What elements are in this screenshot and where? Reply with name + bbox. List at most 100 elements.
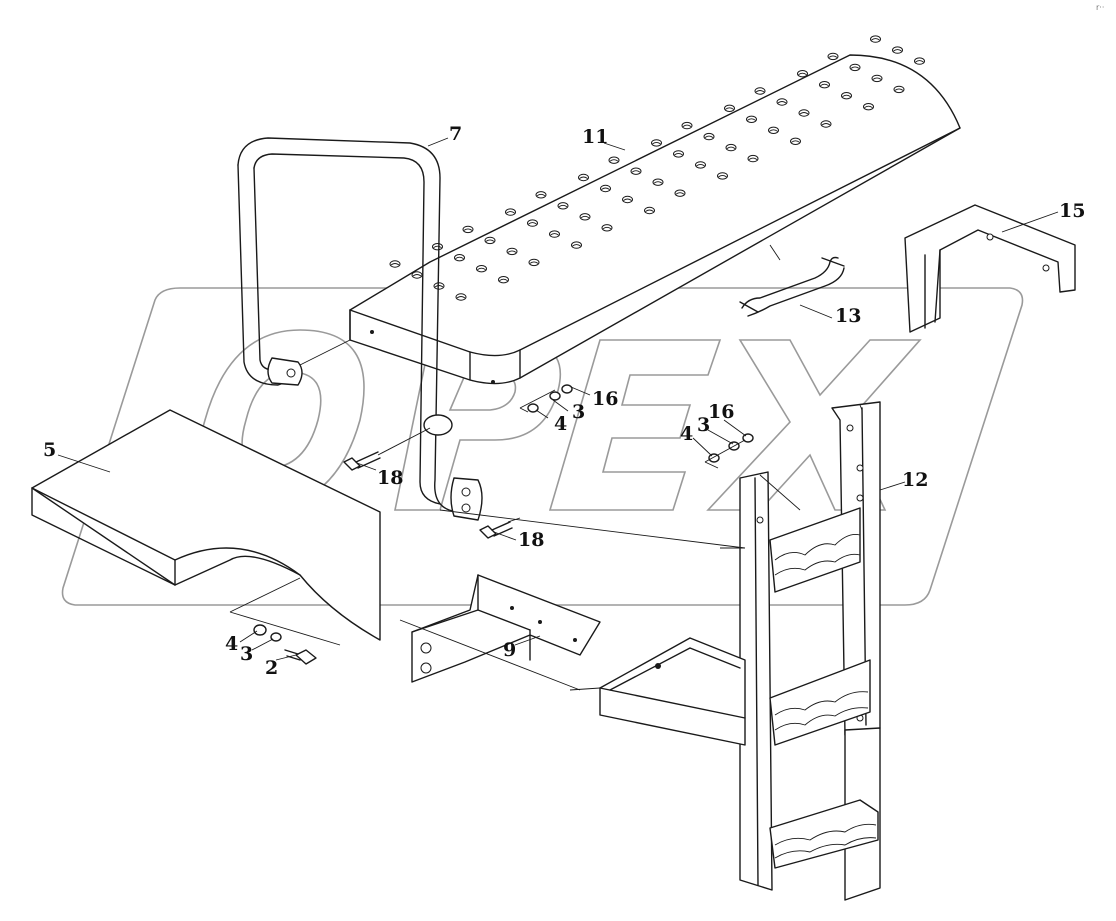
perforation-shade [871, 38, 880, 41]
perforation-shade [915, 60, 924, 63]
perforation-hole [608, 156, 620, 164]
perforation-shade [579, 176, 588, 179]
perforation-hole [527, 219, 538, 227]
perforation-hole [528, 258, 540, 267]
perforation-shade [777, 101, 787, 104]
perforation-hole [725, 143, 737, 152]
perforation-hole [870, 35, 881, 43]
callout-12: 12 [902, 469, 928, 491]
perforation-shade [893, 49, 902, 52]
perforation-hole [462, 225, 474, 234]
perforation-hole [768, 126, 779, 135]
perforation-hole [535, 191, 547, 199]
perforation-hole [914, 57, 925, 65]
perforation-hole [549, 230, 560, 238]
perforation-hole [674, 189, 686, 197]
perforation-hole [600, 184, 611, 193]
perforation-shade [682, 124, 692, 127]
callout-11: 11 [582, 126, 608, 148]
perforation-hole [871, 74, 883, 83]
perforation-hole [893, 85, 905, 94]
perforation-shade [799, 112, 809, 115]
perforation-hole [827, 52, 839, 61]
bracket-part-15 [904, 204, 1076, 333]
perforation-hole [849, 63, 861, 72]
callout-18a: 18 [377, 467, 403, 489]
perforation-shade [850, 66, 860, 69]
callout-2: 2 [265, 657, 278, 679]
watermark-opex [61, 287, 1024, 606]
leader-lines [57, 137, 1059, 691]
perforation-shade [536, 193, 546, 197]
perforation-hole [754, 87, 766, 95]
perforation-hole [411, 271, 423, 279]
perforation-hole [841, 92, 852, 100]
perforation-hole [790, 137, 801, 146]
perforation-hole [747, 154, 759, 163]
perforation-shade [725, 107, 734, 110]
callout-3b: 3 [697, 414, 710, 436]
callouts: 7 11 15 13 5 16 3 4 16 3 4 18 18 12 9 4 … [43, 123, 1085, 679]
perforation-shade [798, 72, 807, 76]
perforation-shade [645, 209, 654, 212]
perforation-shade [675, 192, 685, 195]
perforation-hole [776, 98, 788, 106]
perforation-hole [433, 282, 445, 290]
handrail-part-7 [237, 137, 495, 521]
perforation-hole [652, 178, 664, 186]
perforation-shade [550, 233, 559, 236]
perforation-shade [456, 296, 466, 299]
perforation-hole [505, 208, 516, 216]
perforation-hole [630, 167, 642, 175]
perforation-hole [820, 120, 832, 128]
perforation-hole [863, 103, 874, 111]
bracket-part-9 [411, 574, 601, 683]
perforation-shade [390, 263, 400, 266]
corner-mark: r·· [1096, 3, 1104, 12]
perforation-hole [455, 293, 467, 301]
perforation-shade [726, 146, 736, 149]
perforation-shade [828, 55, 838, 58]
perforation-shade [894, 88, 904, 91]
cover-part-5 [31, 409, 381, 641]
perforation-shade [463, 228, 473, 231]
perforation-shade [755, 90, 765, 93]
perforation-shade [747, 118, 756, 121]
perforation-hole [724, 104, 735, 113]
callout-16b: 16 [708, 401, 734, 423]
perforation-shade [455, 256, 464, 260]
perforation-shade [821, 123, 831, 126]
perforation-hole [506, 247, 518, 256]
perforation-hole [578, 173, 589, 182]
perforation-shade [485, 239, 495, 242]
callout-4a: 4 [554, 413, 567, 435]
perforation-shade [704, 135, 714, 138]
callout-3a: 3 [572, 401, 585, 423]
perforation-shade [499, 278, 508, 282]
perforation-shade [412, 274, 422, 277]
perforation-shade [506, 211, 515, 214]
perforation-hole [644, 206, 655, 215]
perforation-shade [602, 226, 612, 230]
perforation-hole [681, 121, 693, 130]
perforation-hole [557, 202, 569, 210]
perforation-hole [651, 139, 662, 147]
perforation-shade [652, 141, 661, 145]
callout-4c: 4 [225, 633, 238, 655]
perforation-hole [892, 46, 903, 54]
callout-5: 5 [43, 439, 56, 461]
perforation-shade [631, 170, 641, 173]
callout-9: 9 [503, 639, 516, 661]
perforation-hole [703, 132, 715, 141]
ladder-part-12 [599, 401, 881, 901]
platform-holes [389, 35, 925, 301]
perforation-shade [572, 244, 581, 247]
perforation-hole [798, 109, 810, 117]
perforation-shade [609, 159, 619, 162]
perforation-hole [601, 224, 613, 232]
perforation-hole [454, 254, 465, 262]
fasteners [253, 384, 754, 665]
perforation-shade [477, 267, 486, 271]
perforation-hole [389, 260, 401, 268]
